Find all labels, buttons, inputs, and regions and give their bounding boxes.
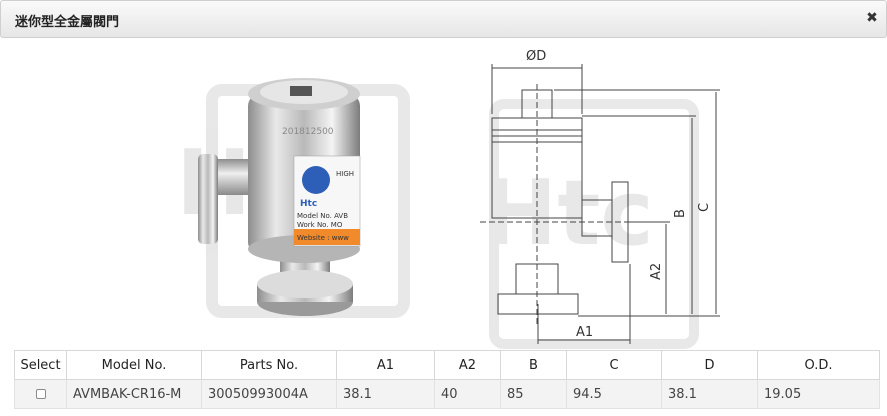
select-cell <box>14 379 67 409</box>
cell-od: 19.05 <box>757 379 880 409</box>
col-header-b: B <box>500 350 567 380</box>
col-header-a2: A2 <box>434 350 501 380</box>
col-header-parts: Parts No. <box>201 350 337 380</box>
table-header-row: Select Model No. Parts No. A1 A2 B C D O… <box>14 350 880 380</box>
dialog-title: 迷你型全金屬閥門 <box>15 15 120 30</box>
svg-text:C: C <box>697 203 712 212</box>
svg-text:Work No. MO: Work No. MO <box>297 221 343 229</box>
cell-d: 38.1 <box>661 379 758 409</box>
svg-text:Htc: Htc <box>482 161 654 266</box>
specs-table: Select Model No. Parts No. A1 A2 B C D O… <box>14 350 880 409</box>
col-header-select: Select <box>14 350 67 380</box>
svg-text:HIGH: HIGH <box>336 170 354 178</box>
row-select-checkbox[interactable] <box>35 389 46 399</box>
col-header-model: Model No. <box>66 350 202 380</box>
cell-a2: 40 <box>434 379 501 409</box>
svg-text:Htc: Htc <box>300 199 317 209</box>
cell-a1: 38.1 <box>336 379 435 409</box>
table-row: AVMBAK-CR16-M 30050993004A 38.1 40 85 94… <box>14 379 880 409</box>
cell-b: 85 <box>500 379 567 409</box>
cell-c: 94.5 <box>566 379 662 409</box>
col-header-c: C <box>566 350 662 380</box>
svg-text:B: B <box>673 209 688 218</box>
dialog-titlebar: 迷你型全金屬閥門 ✖ <box>0 0 887 38</box>
svg-text:201812500: 201812500 <box>282 127 334 137</box>
svg-text:Website : www: Website : www <box>297 234 349 242</box>
cell-parts: 30050993004A <box>201 379 337 409</box>
col-header-d: D <box>661 350 758 380</box>
close-icon[interactable]: ✖ <box>866 10 878 26</box>
dimension-drawing: Htc ØD B C A2 A1 <box>480 49 720 349</box>
svg-text:ØD: ØD <box>526 49 546 64</box>
svg-text:Model No. AVB: Model No. AVB <box>297 212 348 220</box>
drawing-watermark: Htc <box>482 99 699 349</box>
col-header-od: O.D. <box>757 350 880 380</box>
svg-text:A1: A1 <box>576 325 593 340</box>
col-header-a1: A1 <box>336 350 435 380</box>
svg-text:A2: A2 <box>649 263 664 280</box>
product-photo: Htc 201812500 HIGH Htc Model No. AVB Wor… <box>176 78 410 318</box>
cell-model: AVMBAK-CR16-M <box>66 379 202 409</box>
